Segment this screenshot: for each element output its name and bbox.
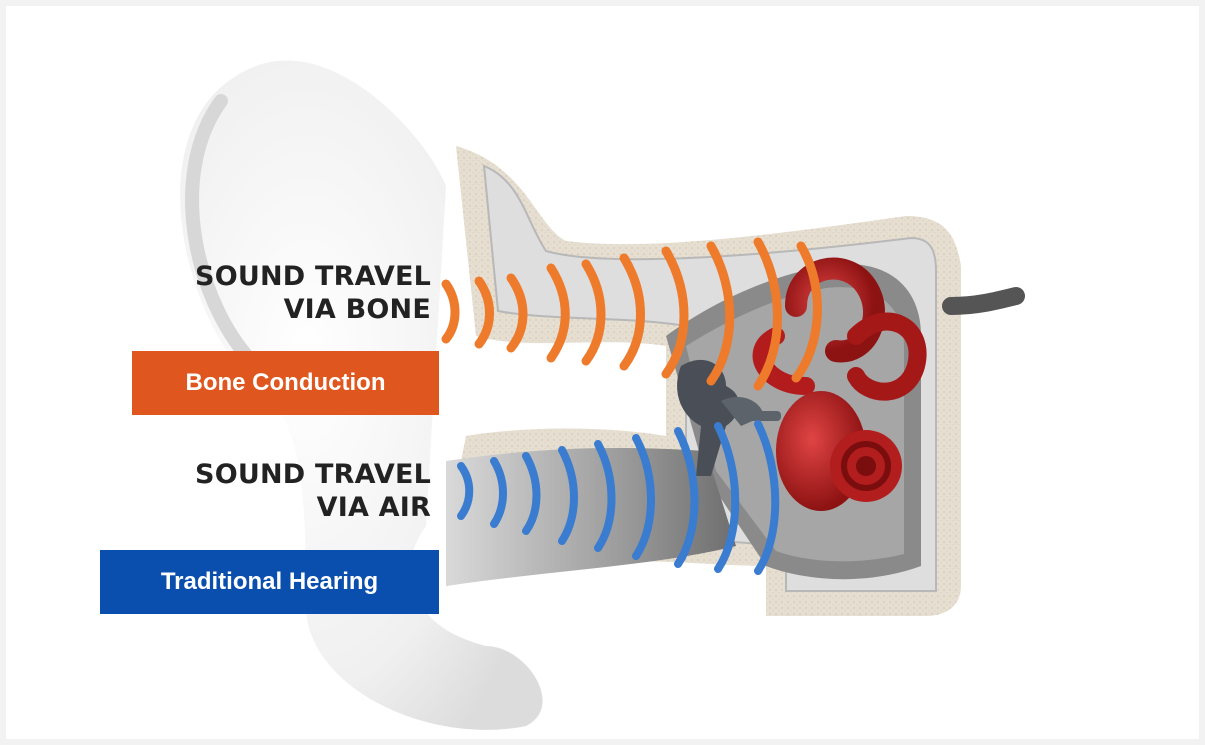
air-label-line1: SOUND TRAVEL	[195, 458, 431, 491]
bone-conduction-tag: Bone Conduction	[132, 351, 439, 415]
diagram-frame: SOUND TRAVEL VIA BONE Bone Conduction SO…	[6, 6, 1199, 739]
air-label: SOUND TRAVEL VIA AIR	[195, 458, 431, 524]
traditional-hearing-tag-text: Traditional Hearing	[161, 568, 378, 596]
bone-label: SOUND TRAVEL VIA BONE	[195, 260, 431, 326]
bone-label-line2: VIA BONE	[195, 293, 431, 326]
bone-conduction-tag-text: Bone Conduction	[186, 369, 386, 397]
air-label-line2: VIA AIR	[195, 491, 431, 524]
auditory-nerve	[951, 296, 1016, 306]
traditional-hearing-tag: Traditional Hearing	[100, 550, 439, 614]
bone-label-line1: SOUND TRAVEL	[195, 260, 431, 293]
